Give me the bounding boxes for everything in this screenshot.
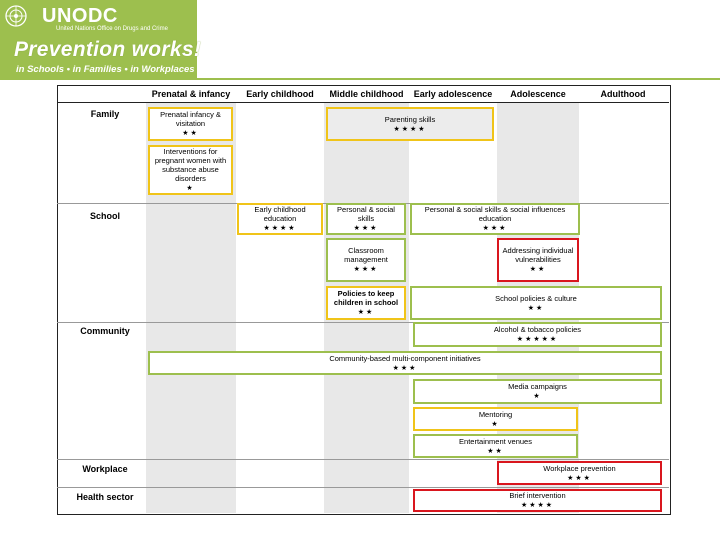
section-divider [57, 487, 669, 488]
stage-header-adulthood: Adulthood [600, 89, 646, 99]
section-label-health-sector: Health sector [76, 492, 134, 502]
intervention-social-influences-education: Personal & social skills & social influe… [410, 203, 580, 235]
un-emblem-icon [5, 5, 27, 27]
section-divider [57, 322, 669, 323]
intervention-policies-keep-children-in-school: Policies to keep children in school ★★ [326, 286, 406, 320]
intervention-mentoring: Mentoring ★ [413, 407, 578, 431]
intervention-prenatal-infancy-visitation: Prenatal infancy & visitation ★★ [148, 107, 233, 141]
stage-header-early-adolescence: Early adolescence [413, 89, 493, 99]
intervention-individual-vulnerabilities: Addressing individual vulnerabilities ★★ [497, 238, 579, 282]
header-divider [197, 78, 720, 80]
intervention-media-campaigns: Media campaigns ★ [413, 379, 662, 404]
intervention-alcohol-tobacco-policies: Alcohol & tobacco policies ★★★★★ [413, 322, 662, 347]
intervention-pregnant-women-substance-abuse: Interventions for pregnant women with su… [148, 145, 233, 195]
intervention-classroom-management: Classroom management ★★★ [326, 238, 406, 282]
section-label-family: Family [90, 109, 120, 119]
stage-header-prenatal: Prenatal & infancy [151, 89, 231, 99]
intervention-school-policies-culture: School policies & culture ★★ [410, 286, 662, 320]
intervention-entertainment-venues: Entertainment venues ★★ [413, 434, 578, 458]
intervention-workplace-prevention: Workplace prevention ★★★ [497, 461, 662, 485]
page-title: Prevention works! [14, 38, 202, 61]
stage-header-middle-childhood: Middle childhood [329, 89, 404, 99]
org-name: UNODC [42, 5, 118, 27]
section-divider [57, 459, 669, 460]
section-label-workplace: Workplace [82, 464, 128, 474]
section-label-school: School [89, 211, 120, 221]
intervention-personal-social-skills: Personal & social skills ★★★ [326, 203, 406, 235]
intervention-brief-intervention: Brief intervention ★★★★ [413, 489, 662, 512]
page-subtitle: in Schools • in Families • in Workplaces [16, 64, 195, 75]
intervention-community-based-initiatives: Community-based multi-component initiati… [148, 351, 662, 375]
stage-header-adolescence: Adolescence [510, 89, 566, 99]
intervention-parenting-skills: Parenting skills ★★★★ [326, 107, 494, 141]
header-banner: UNODC United Nations Office on Drugs and… [0, 0, 201, 80]
stage-header-early-childhood: Early childhood [246, 89, 314, 99]
intervention-early-childhood-education: Early childhood education ★★★★ [237, 203, 323, 235]
header-rule [57, 102, 669, 103]
org-full-name: United Nations Office on Drugs and Crime [56, 26, 168, 32]
section-label-community: Community [80, 326, 130, 336]
